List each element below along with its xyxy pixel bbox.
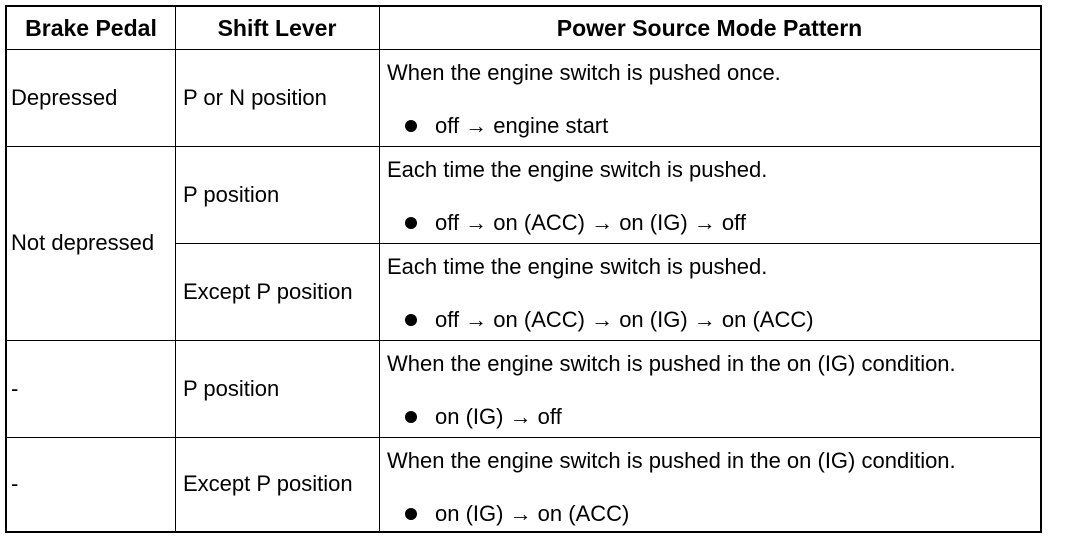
shift-lever-cell: P position [183,181,280,207]
pattern-sequence: on (IG) → on (ACC) [405,501,629,527]
pattern-cell: When the engine switch is pushed in the … [383,437,1040,531]
pattern-description: When the engine switch is pushed in the … [387,351,956,376]
header-brake-pedal: Brake Pedal [25,14,157,41]
pattern-sequence: off → engine start [405,113,608,139]
bullet-icon [405,314,417,326]
pattern-sequence: off → on (ACC) → on (IG) → on (ACC) [405,307,814,333]
pattern-sequence: off → on (ACC) → on (IG) → off [405,210,746,236]
brake-pedal-cell: Depressed [11,84,118,110]
shift-lever-cell: P or N position [183,84,327,110]
row-divider [175,243,1040,244]
pattern-sequence-text: off → on (ACC) → on (IG) → on (ACC) [435,307,814,332]
header-shift-lever: Shift Lever [217,14,337,41]
column-divider [379,7,380,531]
pattern-description: When the engine switch is pushed in the … [387,448,956,473]
pattern-sequence-text: on (IG) → off [435,404,562,429]
shift-lever-cell: Except P position [183,471,353,496]
bullet-icon [405,120,417,132]
header-divider [7,49,1040,50]
pattern-description: Each time the engine switch is pushed. [387,254,768,279]
bullet-icon [405,508,417,520]
shift-lever-cell: P position [183,375,280,401]
pattern-sequence-text: off → engine start [435,113,609,138]
pattern-description: When the engine switch is pushed once. [387,60,781,85]
header-power-source-mode-pattern: Power Source Mode Pattern [556,14,863,41]
pattern-sequence: on (IG) → off [405,404,562,430]
pattern-sequence-text: off → on (ACC) → on (IG) → off [435,210,746,235]
row-divider [7,437,1040,438]
brake-pedal-cell: Not depressed [11,230,155,255]
bullet-icon [405,217,417,229]
pattern-cell: When the engine switch is pushed once. o… [383,49,1040,146]
pattern-cell: Each time the engine switch is pushed. o… [383,243,1040,340]
brake-pedal-cell: - [11,375,19,401]
bullet-icon [405,411,417,423]
pattern-cell: Each time the engine switch is pushed. o… [383,146,1040,243]
row-divider [7,146,1040,147]
row-divider [7,340,1040,341]
power-source-mode-table: Brake Pedal Shift Lever Power Source Mod… [5,5,1042,533]
column-divider [175,7,176,531]
brake-pedal-cell: - [11,471,19,496]
pattern-sequence-text: on (IG) → on (ACC) [435,501,630,526]
shift-lever-cell: Except P position [183,278,353,304]
pattern-description: Each time the engine switch is pushed. [387,157,768,182]
pattern-cell: When the engine switch is pushed in the … [383,340,1040,437]
